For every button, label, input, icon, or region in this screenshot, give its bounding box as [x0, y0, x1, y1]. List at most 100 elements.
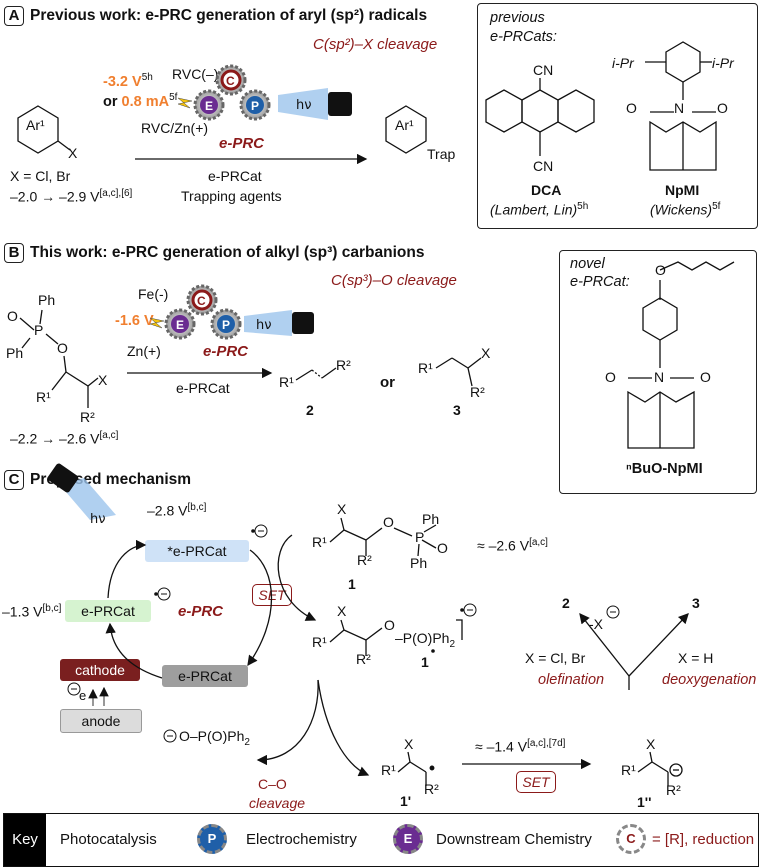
phosph-ph-top: Ph [38, 292, 56, 308]
section-b-gears: E P C hν [149, 284, 314, 340]
svg-text:E: E [176, 318, 184, 332]
carbanion-label: 1'' [637, 794, 652, 810]
v-radical: –1.3 V[b,c] [2, 603, 62, 620]
cycle-eprc: e-PRC [178, 603, 224, 620]
branch-arrows [579, 612, 689, 690]
section-b-products [295, 357, 482, 387]
section-b-fe: Fe(-) [138, 286, 169, 302]
section-b-voltage: -1.6 V [115, 313, 154, 329]
key-photo: Photocatalysis [60, 831, 157, 848]
alkyl-radical-r1: R¹ [381, 762, 396, 778]
key-equation: = [R], reduction [652, 831, 755, 848]
product2-label: 2 [306, 402, 314, 418]
aryl-sm-label: Ar¹ [26, 117, 45, 133]
alkyl-radical-label: 1' [400, 793, 412, 809]
svg-text:C: C [197, 294, 206, 308]
downstream-gear-icon: C [616, 824, 646, 854]
section-b-zn: Zn(+) [127, 343, 161, 359]
electron-label: e [79, 688, 87, 703]
v-substrate: ≈ –2.6 V[a,c] [477, 537, 548, 554]
section-b-substrate [19, 309, 99, 408]
co-label: C–O [258, 776, 287, 792]
dca-cite: (Lambert, Lin)5h [490, 201, 589, 218]
section-a-light-source: hν [278, 88, 352, 120]
section-a-rvc-plus: RVC/Zn(+) [141, 120, 209, 136]
c-sub-r1: R¹ [312, 534, 327, 550]
svg-text:E: E [205, 99, 213, 113]
phosph-p: P [34, 322, 44, 338]
mech-product-3: 3 [692, 595, 700, 611]
radical-anion-catalyst: e-PRCat [65, 600, 151, 622]
key-electro: Electrochemistry [246, 831, 357, 848]
deoxygenation: deoxygenation [662, 672, 757, 688]
npmi-name: NpMI [665, 182, 700, 198]
alkyl-radical-r2: R² [424, 781, 439, 797]
phosph-ph-left: Ph [6, 345, 24, 361]
phosph-o: O [7, 308, 18, 324]
section-a-catalysis-gears: E P C [177, 64, 271, 121]
excited-catalyst: *e-PRCat [145, 540, 249, 562]
phosph-x: X [98, 372, 108, 388]
section-a-eprcat: e-PRCat [208, 168, 262, 184]
mech-radical-anion [329, 619, 463, 656]
section-b-or: or [380, 374, 395, 391]
carbanion-x: X [646, 736, 656, 752]
novel-title-1: novel [570, 256, 605, 272]
dca-name: DCA [531, 182, 562, 198]
radanion-label: 1 [421, 654, 429, 670]
aryl-range: –2.0 → –2.9 V[a,c],[6] [10, 188, 133, 205]
photocatalysis-gear-icon: P [197, 824, 227, 854]
dca-structure [485, 78, 595, 156]
key-legend: Key Photocatalysis P Electrochemistry E … [3, 813, 759, 867]
section-a-marker: A [4, 6, 24, 26]
section-a-rvc-minus: RVC(–) [172, 66, 219, 82]
c-sub-o: O [383, 514, 394, 530]
previous-title-1: previous [490, 10, 545, 26]
novel-structure [627, 261, 735, 449]
npmi-o-right: O [717, 100, 728, 116]
electron-arrows [88, 686, 109, 706]
c-sub-p: P [415, 529, 425, 545]
section-a-title: Previous work: e-PRC generation of aryl … [30, 7, 428, 24]
product3-x: X [481, 345, 491, 361]
olefination: olefination [538, 672, 605, 688]
product2-r2: R² [336, 357, 351, 373]
novel-n: N [654, 369, 665, 385]
product2-r1: R¹ [279, 374, 294, 390]
v-radical2: ≈ –1.4 V[a,c],[7d] [475, 738, 566, 755]
novel-o-left: O [605, 369, 616, 385]
npmi-ipr-left: i-Pr [612, 55, 634, 71]
c-sub-o2: O [437, 540, 448, 556]
electrochemistry-gear-icon: E [393, 824, 423, 854]
charge-symbols [67, 524, 620, 743]
novel-title-2: e-PRCat: [570, 274, 630, 290]
c-sub-ph-top: Ph [422, 511, 440, 527]
svg-text:P: P [251, 99, 259, 113]
product3-r1: R¹ [418, 360, 433, 376]
minus-x-label: -X [589, 616, 603, 632]
section-b-range: –2.2 → –2.6 V[a,c] [10, 430, 119, 447]
svg-text:hν: hν [256, 318, 272, 333]
mech-substrate [329, 517, 437, 557]
svg-text:P: P [222, 318, 230, 332]
product3-label: 3 [453, 402, 461, 418]
phosph-r1: R¹ [36, 389, 51, 405]
section-b-marker: B [4, 243, 24, 263]
catalytic-cycle [105, 534, 370, 777]
npmi-ipr-right: i-Pr [712, 55, 734, 71]
mech-carbanion [637, 751, 683, 786]
c-cpd1-label: 1 [348, 576, 356, 592]
aryl-x-def: X = Cl, Br [10, 168, 71, 184]
previous-title-2: e-PRCats: [490, 29, 557, 45]
previous-catalysts-box [477, 3, 758, 229]
v-excited: –2.8 V[b,c] [147, 502, 207, 519]
radanion-x: X [337, 603, 347, 619]
key-label: Key [4, 814, 46, 866]
x-cl-br: X = Cl, Br [525, 650, 586, 666]
section-b-eprcat: e-PRCat [176, 380, 230, 396]
section-c-marker: C [4, 470, 24, 490]
radanion-r1: R¹ [312, 634, 327, 650]
aryl-prod-label: Ar¹ [395, 117, 414, 133]
radanion-o: O [384, 617, 395, 633]
c-sub-x: X [337, 501, 347, 517]
